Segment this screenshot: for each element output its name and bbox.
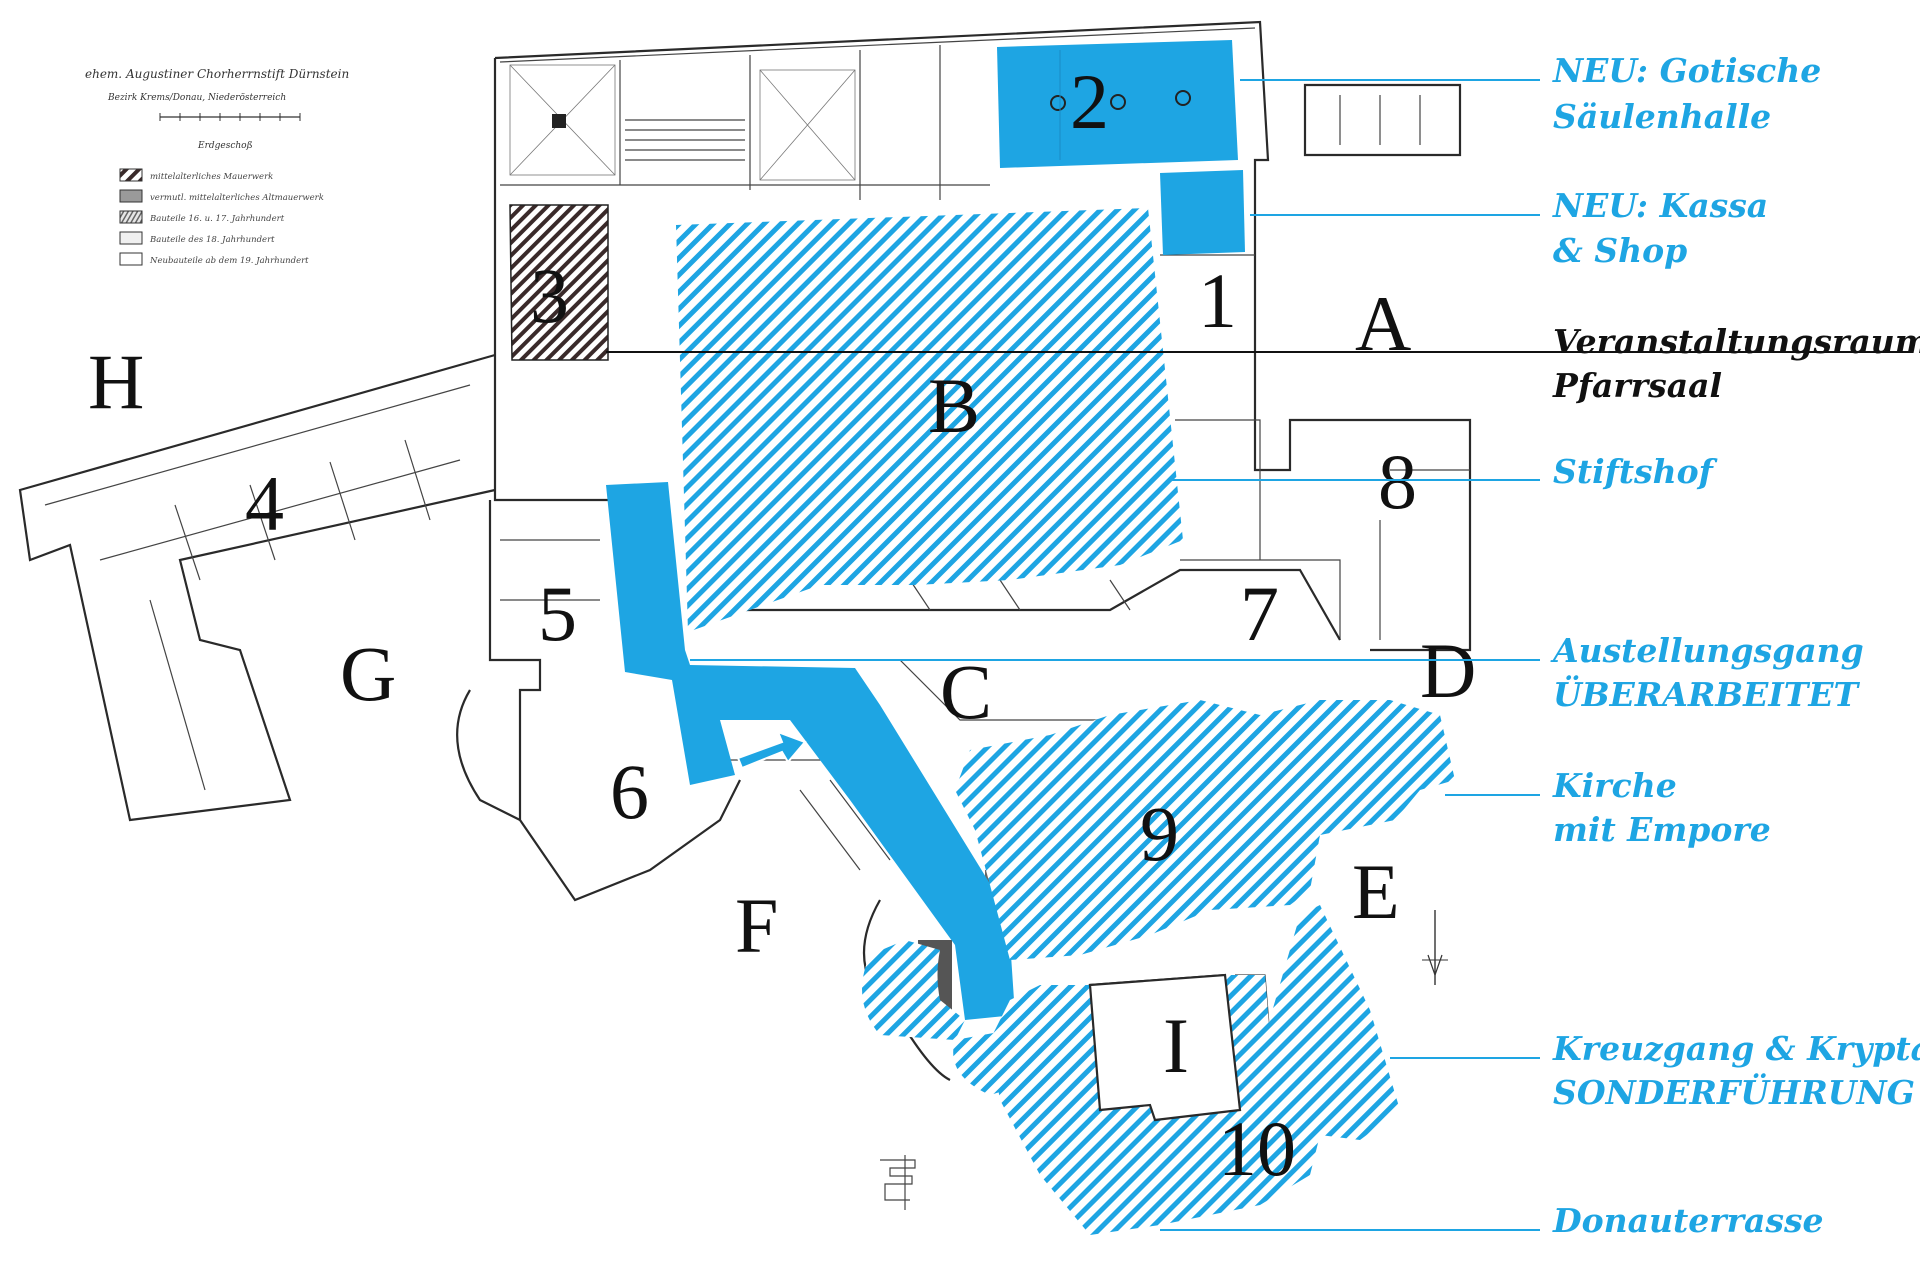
zone-letter-d: D (1420, 627, 1476, 714)
legend-floor: Erdgeschoß (197, 141, 253, 151)
legend-item: vermutl. mittelalterliches Altmauerwerk (150, 193, 324, 203)
zone-letter-f: F (735, 882, 778, 969)
legend-item: Neubauteile ab dem 19. Jahrhundert (149, 256, 309, 266)
room-number-3: 3 (530, 252, 569, 339)
room-number-9: 9 (1140, 790, 1179, 877)
pillar (552, 114, 566, 128)
room-number-8: 8 (1378, 438, 1417, 525)
legend-swatch-old-masonry (119, 189, 143, 203)
legend-item: mittelalterliches Mauerwerk (150, 172, 273, 182)
legend-subtitle: Bezirk Krems/Donau, Niederösterreich (107, 93, 286, 103)
north-arrow (1422, 910, 1448, 985)
column-icon (1175, 90, 1191, 106)
room-number-7: 7 (1240, 570, 1279, 657)
leader-lines (606, 79, 1910, 1231)
zone-letter-a: A (1355, 280, 1411, 367)
room-number-4: 4 (245, 460, 284, 547)
legend-swatch-19c (119, 252, 143, 266)
zone-letter-i: I (1163, 1002, 1189, 1089)
area-donauterrasse (953, 1030, 1040, 1095)
area-stiftshof (676, 208, 1183, 632)
zone-letter-c: C (940, 648, 992, 735)
label-donauterrasse: Donauterrasse (1552, 1201, 1824, 1240)
room-number-1: 1 (1198, 257, 1237, 344)
highlighted-areas (509, 40, 1455, 1235)
legend-item: Bauteile 16. u. 17. Jahrhundert (149, 214, 285, 224)
room-number-5: 5 (538, 570, 577, 657)
room-number-10: 10 (1218, 1105, 1296, 1192)
label-ausstellungsgang-line1: Austellungsgang (1550, 631, 1864, 670)
label-kirche-line2: mit Empore (1553, 810, 1771, 849)
callout-labels: NEU: Gotische Säulenhalle NEU: Kassa & S… (1550, 51, 1920, 1240)
label-kassa-line1: NEU: Kassa (1552, 186, 1768, 225)
legend-swatch-18c (119, 231, 143, 245)
zone-letter-h: H (88, 338, 144, 425)
label-kirche-line1: Kirche (1552, 766, 1677, 805)
room-number-2: 2 (1070, 58, 1109, 145)
label-kassa-line2: & Shop (1553, 231, 1687, 270)
area-veranstaltungsraum (509, 204, 609, 361)
section-sketch (880, 1155, 916, 1210)
room-numbers: 1 2 3 4 5 6 7 8 9 10 (245, 58, 1417, 1192)
area-saeulenhalle (997, 40, 1238, 168)
column-icon (1110, 94, 1126, 110)
legend-item: Bauteile des 18. Jahrhundert (149, 235, 275, 245)
label-saeulenhalle-line2: Säulenhalle (1553, 97, 1771, 136)
zone-letter-g: G (340, 630, 396, 717)
legend-swatch-medieval (119, 168, 143, 182)
label-saeulenhalle-line1: NEU: Gotische (1552, 51, 1821, 90)
legend-title: ehem. Augustiner Chorherrnstift Dürnstei… (85, 67, 349, 81)
room-number-6: 6 (610, 748, 649, 835)
legend-swatch-16-17c (119, 210, 143, 224)
label-ausstellungsgang-line2: ÜBERARBEITET (1553, 674, 1860, 714)
area-kassa-shop (1160, 170, 1245, 255)
zone-letter-e: E (1352, 848, 1400, 935)
scale-bar (159, 113, 301, 121)
area-kreuzgang-krypta (990, 905, 1400, 1235)
label-stiftshof: Stiftshof (1553, 452, 1718, 491)
staircase (625, 119, 745, 161)
label-kreuzgang-line2: SONDERFÜHRUNG (1553, 1072, 1915, 1112)
area-kirche (955, 700, 1455, 960)
column-icon (1050, 95, 1066, 111)
area-donauterrasse (862, 940, 965, 1040)
label-veranstaltung-line2: Pfarrsaal (1552, 366, 1722, 405)
area-ausstellungsgang (606, 482, 1015, 1020)
label-kreuzgang-line1: Kreuzgang & Krypta (1552, 1029, 1920, 1068)
direction-arrow-icon (736, 730, 807, 770)
zone-letter-b: B (928, 362, 980, 449)
legend: ehem. Augustiner Chorherrnstift Dürnstei… (85, 67, 349, 266)
courtyard-i (1088, 973, 1242, 1122)
label-veranstaltung-line1: Veranstaltungsraum, (1553, 322, 1920, 361)
